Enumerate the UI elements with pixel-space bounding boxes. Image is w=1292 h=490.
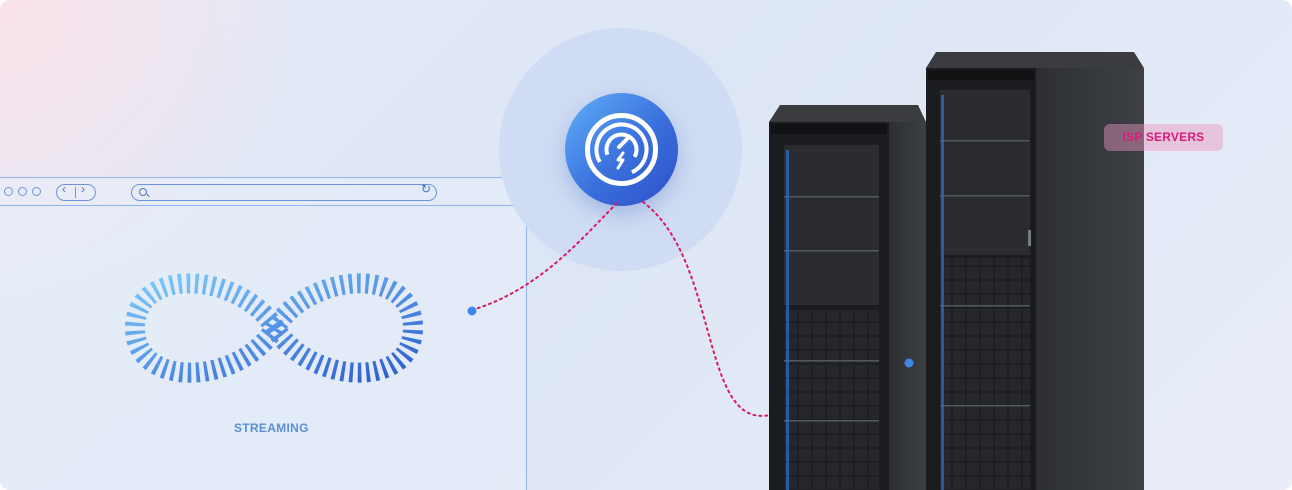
window-control-dot[interactable] [32, 187, 41, 196]
connector-node [904, 358, 914, 368]
connector-node [467, 306, 477, 316]
reload-icon[interactable]: ↻ [420, 182, 431, 196]
search-icon [139, 188, 147, 196]
infinity-icon [124, 273, 424, 383]
browser-window: ‹ › ↻ [0, 177, 527, 490]
nav-buttons: ‹ › [56, 182, 96, 201]
isp-servers-label: ISP SERVERS [1104, 124, 1223, 151]
streaming-label: STREAMING [234, 421, 309, 435]
chevron-left-icon[interactable]: ‹ [62, 182, 66, 196]
address-bar[interactable]: ↻ [131, 182, 437, 201]
speed-gauge-icon [585, 113, 658, 186]
chevron-right-icon[interactable]: › [81, 182, 85, 196]
server-rack [769, 105, 929, 490]
server-rack [926, 52, 1144, 490]
window-control-dot[interactable] [4, 187, 13, 196]
window-control-dot[interactable] [18, 187, 27, 196]
speed-badge [565, 93, 678, 206]
nav-separator [75, 187, 77, 198]
browser-toolbar: ‹ › ↻ [0, 178, 526, 206]
connector-line [471, 201, 619, 311]
